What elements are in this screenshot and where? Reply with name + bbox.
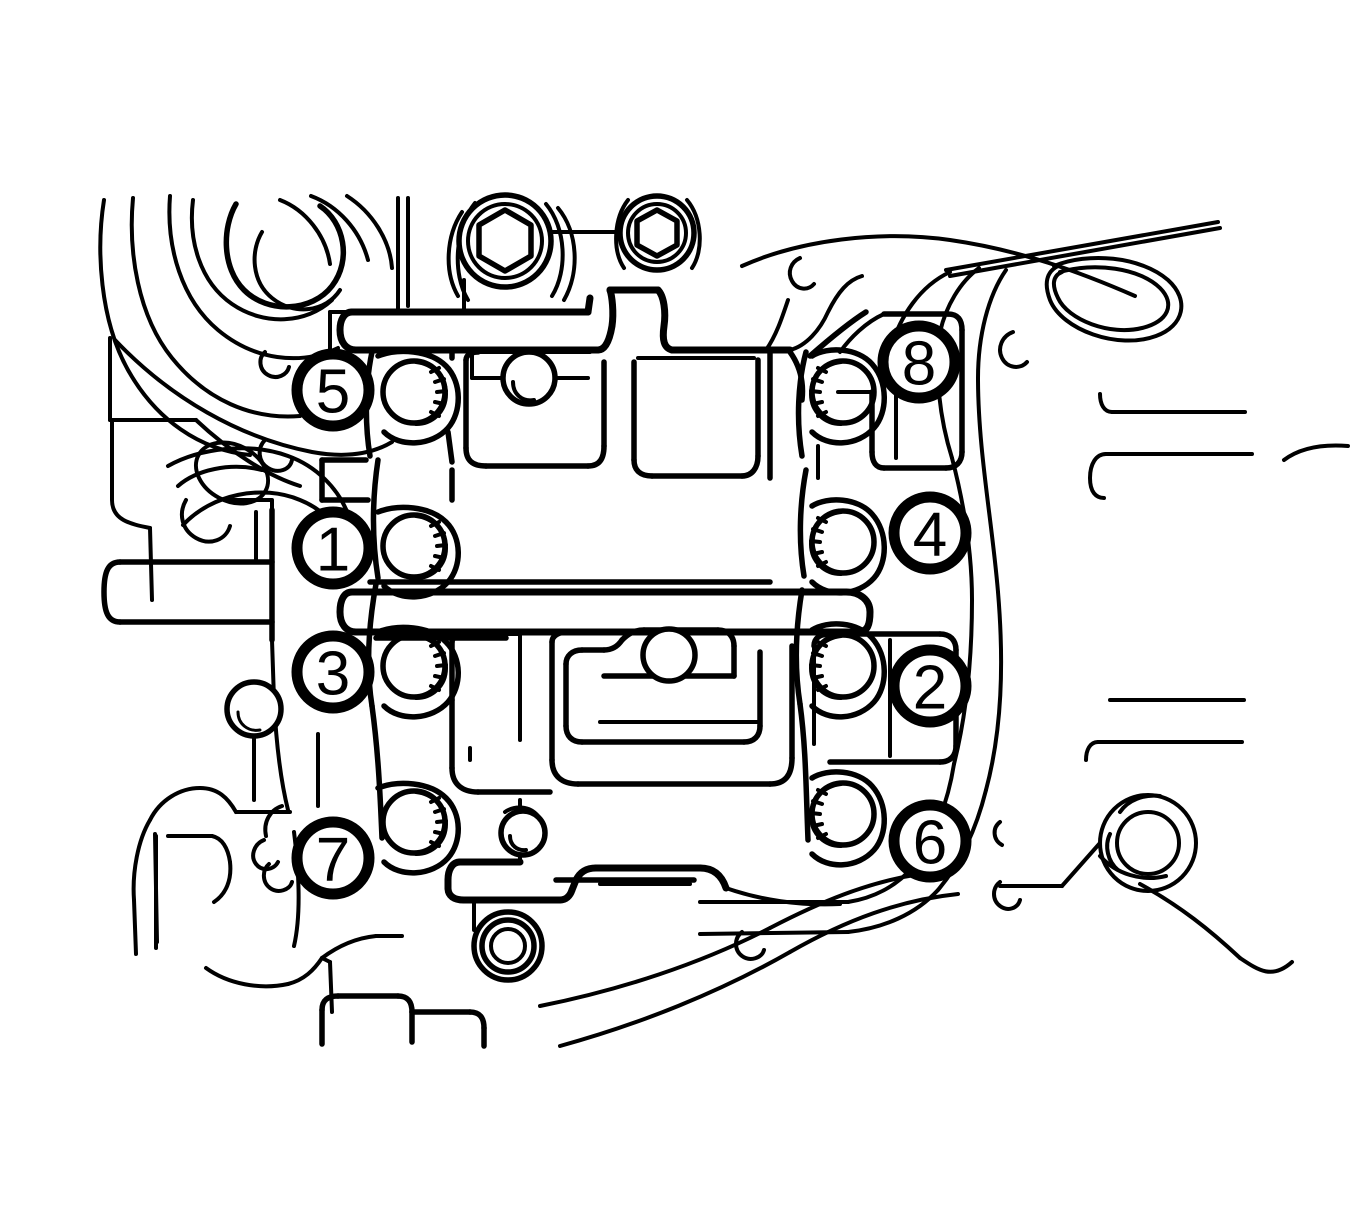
hole-mid-right — [640, 626, 698, 684]
callout-6-label: 6 — [913, 809, 947, 878]
callout-5-label: 5 — [316, 358, 350, 427]
callout-7-label: 7 — [316, 826, 350, 895]
callout-5-circle[interactable] — [291, 348, 375, 432]
c-mark-top-right — [998, 330, 1029, 369]
left-mounting-bracket — [108, 336, 394, 602]
callout-1[interactable]: 1 — [291, 506, 375, 590]
c-mark-mid-right — [787, 256, 816, 291]
callout-3-label: 3 — [316, 640, 350, 709]
callout-8-label: 8 — [902, 330, 936, 399]
callout-4[interactable]: 4 — [888, 491, 972, 575]
callout-8-circle[interactable] — [877, 320, 961, 404]
callout-5[interactable]: 5 — [291, 348, 375, 432]
callout-1-label: 1 — [316, 516, 350, 585]
upper-left-tab-detail — [319, 196, 410, 503]
bolt-boss-right-4 — [809, 769, 887, 868]
right-boss-column — [793, 349, 811, 843]
oil-pan-contours — [538, 872, 1022, 1048]
callout-8[interactable]: 8 — [877, 320, 961, 404]
callout-4-circle[interactable] — [888, 491, 972, 575]
callout-7[interactable]: 7 — [291, 816, 375, 900]
callout-3[interactable]: 3 — [291, 630, 375, 714]
callout-2-circle[interactable] — [888, 644, 972, 728]
callout-3-circle[interactable] — [291, 630, 375, 714]
hex-fastener-group — [446, 192, 702, 312]
bottom-boss-hole — [460, 898, 545, 983]
hex-bolt-small — [614, 193, 702, 273]
bolt-boss-left-1 — [375, 348, 461, 446]
callout-6[interactable]: 6 — [888, 799, 972, 883]
housing-panel-lower-left — [449, 631, 553, 795]
callout-7-circle[interactable] — [291, 816, 375, 900]
bolt-boss-left-3 — [375, 624, 461, 720]
left-shaft-tube — [101, 507, 275, 643]
housing-bottom-rail — [444, 798, 730, 904]
hole-upper-center — [500, 349, 558, 407]
callout-4-label: 4 — [913, 501, 947, 570]
hole-left-small — [224, 679, 284, 739]
callout-6-circle[interactable] — [888, 799, 972, 883]
housing-panel-lower-center — [549, 626, 795, 787]
hex-bolt-large — [446, 192, 577, 302]
housing-panel-lower-far-right — [811, 631, 959, 765]
callout-2-label: 2 — [913, 654, 947, 723]
callout-1-circle[interactable] — [291, 506, 375, 590]
callout-group: 5 1 3 7 8 4 2 6 — [291, 320, 972, 900]
callout-2[interactable]: 2 — [888, 644, 972, 728]
housing-panel-upper-left — [463, 349, 607, 469]
housing-panel-upper-right — [631, 356, 761, 479]
bolt-boss-left-4 — [375, 780, 461, 876]
bolt-boss-left-2 — [375, 504, 461, 600]
left-structural-webs — [224, 498, 320, 812]
timing-cover-pulley-group — [98, 194, 394, 457]
